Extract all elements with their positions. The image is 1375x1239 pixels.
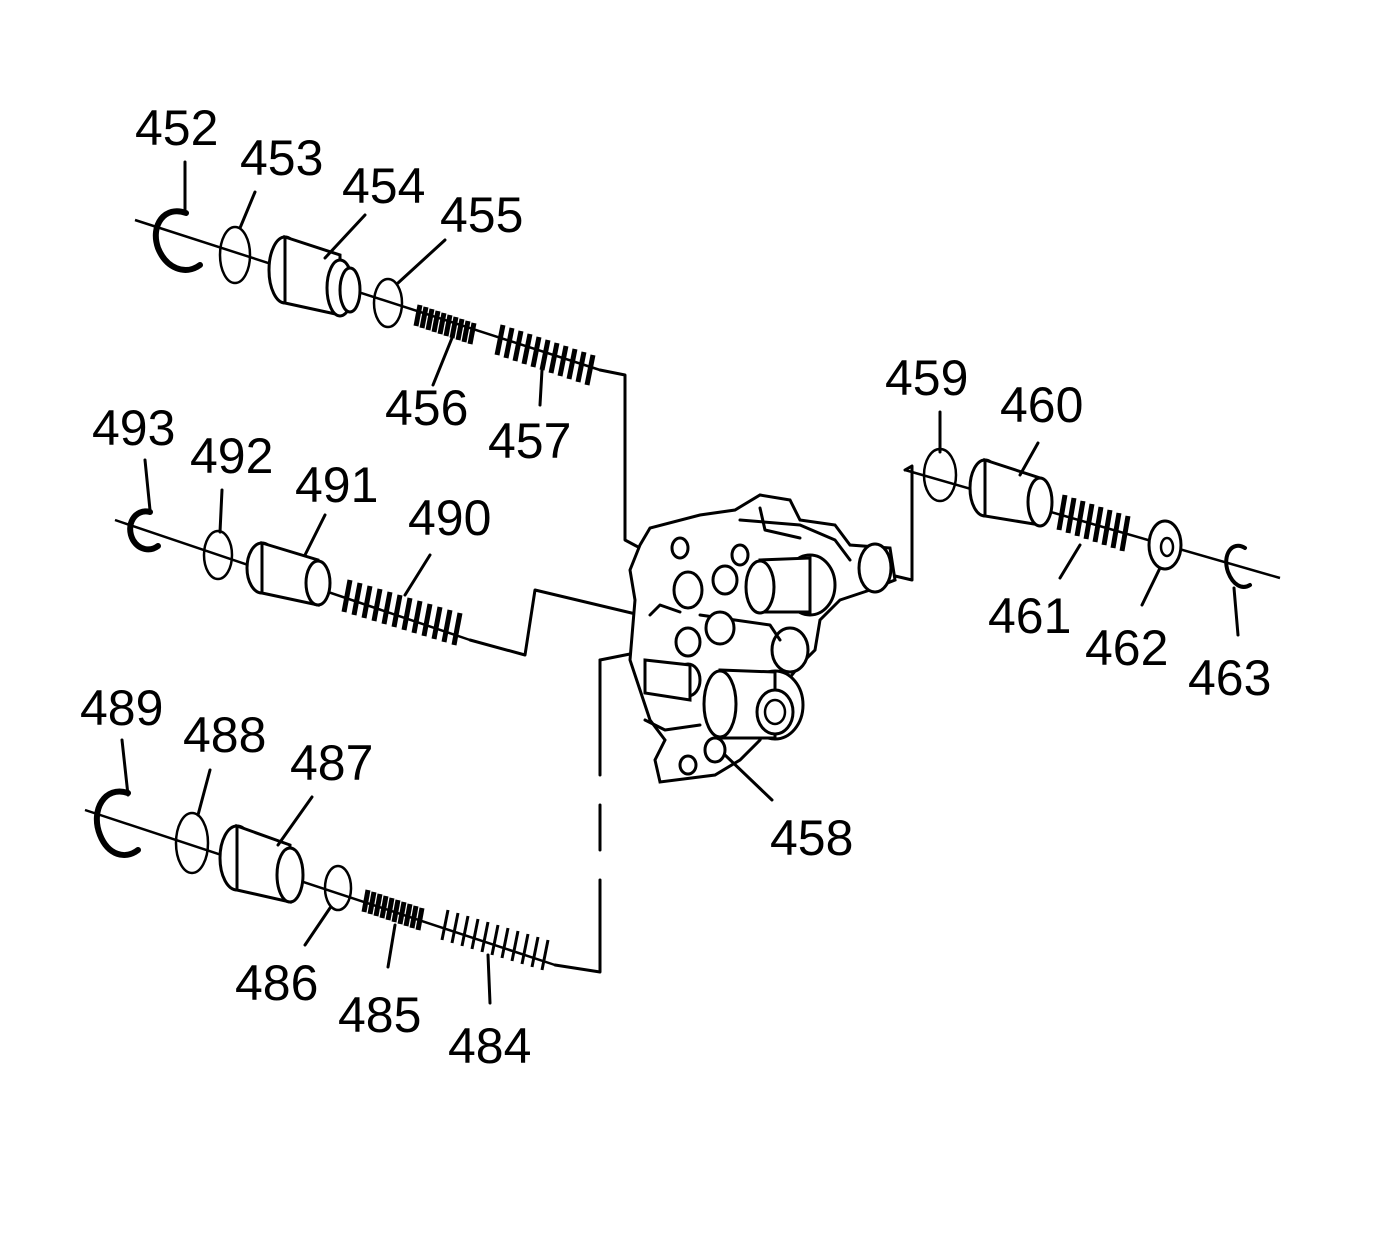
bottom-valve-assembly [84, 650, 642, 974]
valve-491 [245, 540, 332, 607]
right-valve-assembly [868, 447, 1281, 589]
callout-460: 460 [1000, 377, 1083, 433]
spring-484 [440, 909, 550, 971]
spring-485 [361, 889, 425, 931]
callout-489: 489 [80, 680, 163, 736]
callout-455: 455 [440, 187, 523, 243]
callout-487: 487 [290, 735, 373, 791]
callout-484: 484 [448, 1018, 531, 1074]
valve-454 [267, 234, 362, 318]
spring-490 [341, 579, 463, 646]
callout-491: 491 [295, 457, 378, 513]
valve-487 [218, 823, 305, 904]
washer-486 [323, 864, 353, 912]
washer-459 [922, 447, 958, 503]
middle-valve-assembly [114, 508, 642, 657]
washer-453 [218, 225, 252, 285]
washer-462 [1147, 519, 1183, 571]
callout-456: 456 [385, 380, 468, 436]
top-valve-assembly [134, 208, 642, 550]
retaining-ring-489 [93, 788, 141, 858]
callout-486: 486 [235, 955, 318, 1011]
leader-lines [120, 160, 1240, 1005]
callout-labels: 452 453 454 455 456 457 493 492 491 490 … [80, 100, 1271, 1074]
spring-457 [494, 324, 596, 386]
retaining-ring-463 [1224, 543, 1252, 589]
retaining-ring-493 [127, 508, 161, 553]
callout-490: 490 [408, 490, 491, 546]
retaining-ring-452 [152, 208, 203, 273]
callout-493: 493 [92, 400, 175, 456]
callout-461: 461 [988, 588, 1071, 644]
callout-457: 457 [488, 413, 571, 469]
washer-455 [372, 277, 404, 329]
callout-458: 458 [770, 810, 853, 866]
callout-452: 452 [135, 100, 218, 156]
callout-454: 454 [342, 158, 425, 214]
callout-459: 459 [885, 350, 968, 406]
washer-488 [174, 811, 210, 875]
valve-460 [968, 457, 1054, 528]
spring-461 [1056, 494, 1131, 552]
washer-492 [202, 529, 234, 581]
callout-492: 492 [190, 428, 273, 484]
callout-453: 453 [240, 130, 323, 186]
callout-488: 488 [183, 707, 266, 763]
callout-462: 462 [1085, 620, 1168, 676]
spring-456 [413, 304, 477, 345]
valve-body-458 [628, 493, 897, 784]
callout-485: 485 [338, 987, 421, 1043]
callout-463: 463 [1188, 650, 1271, 706]
